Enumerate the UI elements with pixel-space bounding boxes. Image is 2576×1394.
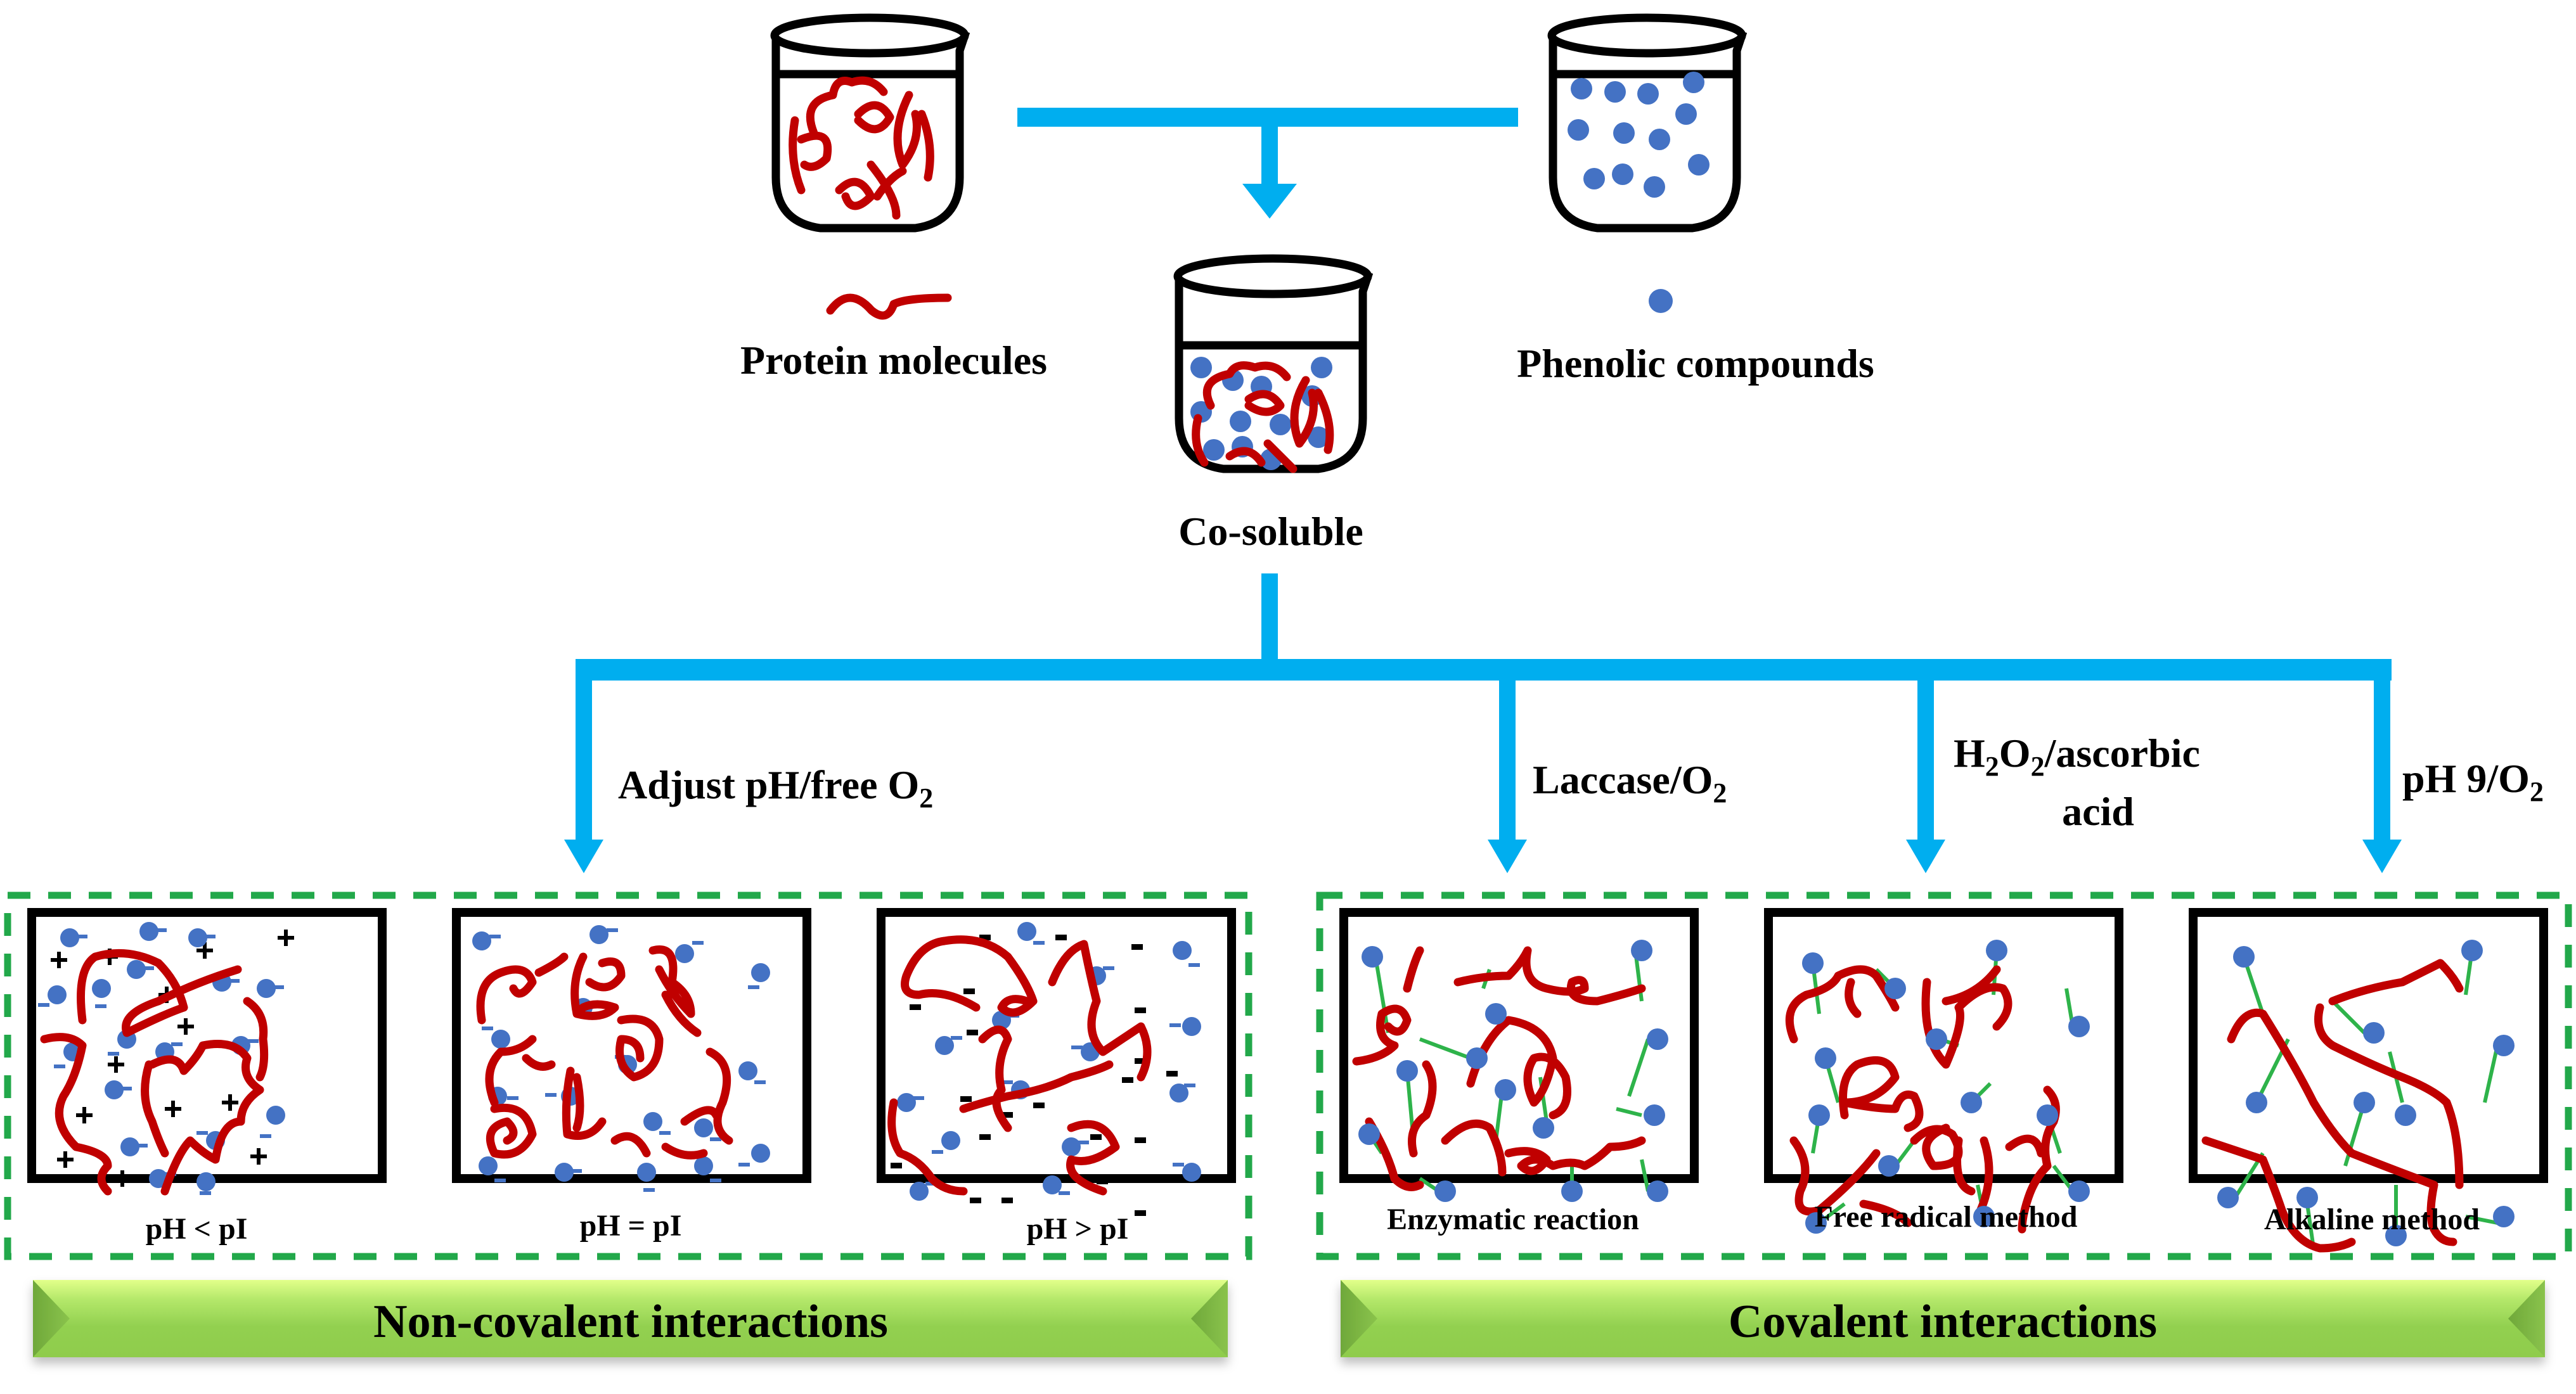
route-label-adjust-ph: Adjust pH/free O2 <box>618 762 933 814</box>
phenolic-dots <box>1802 940 2090 1234</box>
panel-free-radical <box>1764 908 2123 1234</box>
phenolic-dots <box>1358 940 1668 1202</box>
route-label-laccase: Laccase/O2 <box>1533 757 1727 809</box>
protein-chains <box>2201 959 2464 1253</box>
phenolic-dots-icon <box>1568 72 1710 198</box>
route-label-h2o2: H2O2/ascorbic <box>1954 731 2200 782</box>
beaker-cosoluble <box>1173 254 1374 473</box>
panel-label-ph-gt-pi: pH > pI <box>1027 1212 1129 1246</box>
panel-label-alkaline: Alkaline method <box>2264 1203 2480 1236</box>
noncovalent-banner: Non-covalent interactions <box>33 1280 1228 1357</box>
noncovalent-banner-label: Non-covalent interactions <box>373 1296 888 1348</box>
panel-label-free-radical: Free radical method <box>1814 1200 2077 1234</box>
beaker-phenolic <box>1547 13 1748 233</box>
phenolic-dots <box>2217 940 2515 1246</box>
panel-label-ph-eq-pi: pH = pI <box>580 1209 682 1243</box>
panel-ph-lt-pi <box>27 908 387 1196</box>
noncovalent-group-border <box>4 892 1253 1260</box>
protein-molecule-icon <box>826 293 952 320</box>
protein-chains <box>1352 946 1646 1191</box>
co-soluble-label: Co-soluble <box>1178 509 1363 554</box>
route-label-h2o2-line2: acid <box>2062 789 2134 834</box>
covalent-banner: Covalent interactions <box>1341 1280 2545 1357</box>
covalent-banner-label: Covalent interactions <box>1729 1296 2157 1348</box>
panel-label-enzymatic: Enzymatic reaction <box>1387 1203 1639 1236</box>
covalent-bonds <box>1367 950 1650 1193</box>
panel-label-ph-lt-pi: pH < pI <box>146 1212 248 1246</box>
panel-ph-eq-pi <box>452 908 811 1192</box>
panel-ph-gt-pi <box>877 908 1236 1216</box>
protein-chains-icon <box>789 76 934 220</box>
panel-enzymatic <box>1339 908 1699 1202</box>
panel-alkaline <box>2189 908 2548 1253</box>
protein-chains <box>476 945 733 1160</box>
protein-chains <box>40 949 269 1196</box>
mixture-icon <box>1190 357 1334 473</box>
phenolic-negative-dots <box>38 922 285 1195</box>
route-label-ph9: pH 9/O2 <box>2402 756 2544 807</box>
protein-chains <box>887 935 1152 1196</box>
phenolic-compounds-label: Phenolic compounds <box>1517 341 1874 386</box>
phenolic-compound-icon <box>1649 289 1673 313</box>
merge-arrow <box>1017 108 1518 219</box>
branch-arrows <box>564 573 2402 873</box>
protein-molecules-label: Protein molecules <box>740 338 1047 383</box>
beaker-protein <box>770 13 970 233</box>
negative-charge-icons <box>891 935 1178 1216</box>
covalent-group-border <box>1316 892 2572 1260</box>
